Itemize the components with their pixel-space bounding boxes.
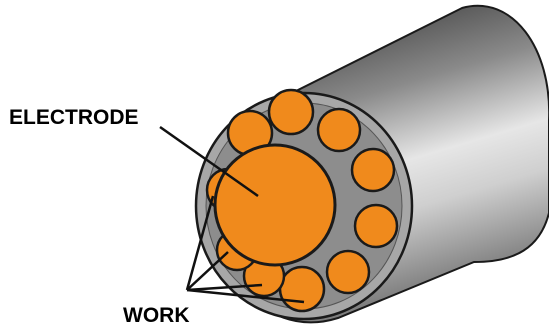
work-strand <box>280 267 324 311</box>
electrode-conductor <box>215 145 335 265</box>
electrode-label: ELECTRODE <box>9 106 139 129</box>
work-strand <box>355 205 397 247</box>
work-strand <box>318 109 360 151</box>
work-strand <box>269 90 313 134</box>
work-strand <box>327 251 369 293</box>
work-label: WORK <box>123 304 190 327</box>
work-strand <box>352 149 394 191</box>
